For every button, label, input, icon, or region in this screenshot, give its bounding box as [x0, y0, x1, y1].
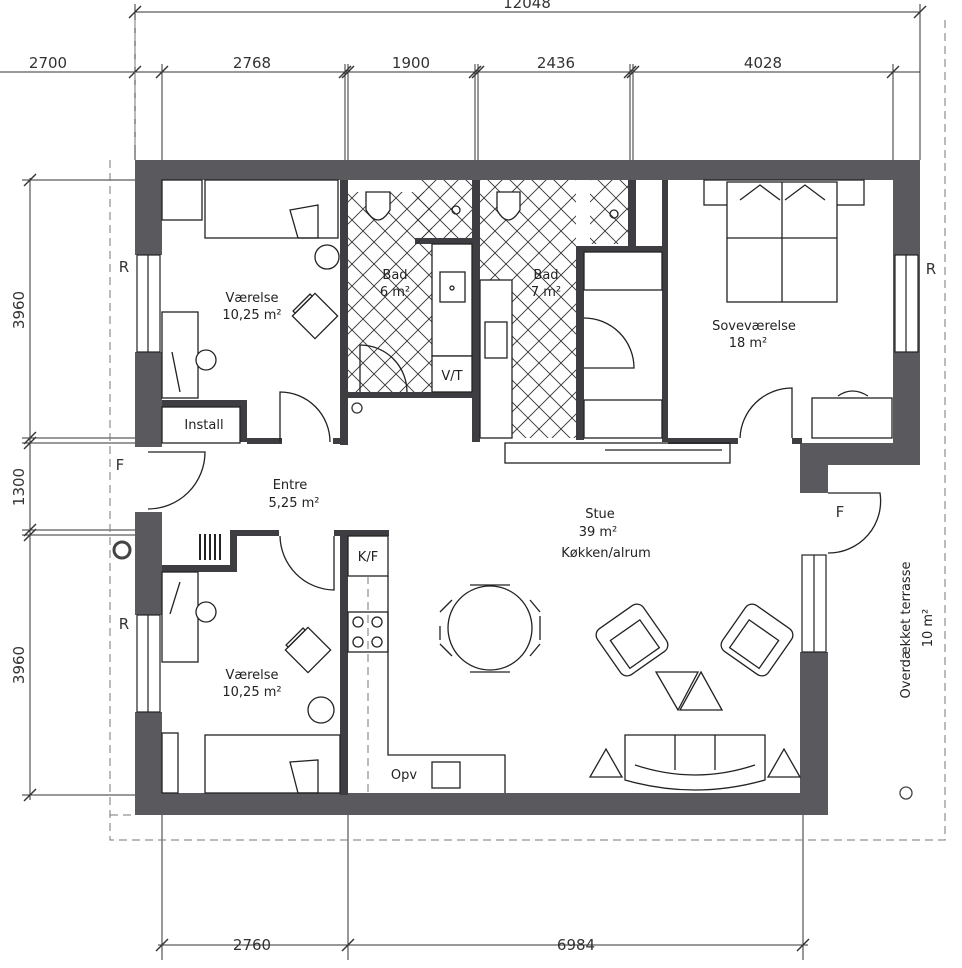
label-r-top-left: R: [119, 258, 129, 276]
room-entre-name: Entre: [273, 478, 308, 493]
label-r-bottom-left: R: [119, 615, 129, 633]
room-vaerelse-bottom-area: 10,25 m²: [222, 685, 281, 700]
dimension-lines: [0, 4, 927, 960]
dim-top-1: 2768: [233, 54, 271, 72]
room-vaerelse-top-area: 10,25 m²: [222, 308, 281, 323]
room-bad1-name: Bad: [382, 268, 407, 283]
dim-top-2: 1900: [392, 54, 430, 72]
room-entre-area: 5,25 m²: [269, 496, 320, 511]
dim-top-3: 2436: [537, 54, 575, 72]
dim-left-3: 3960: [10, 646, 28, 684]
interior-walls: [162, 180, 802, 795]
windows: [136, 254, 919, 713]
room-terrasse-name: Overdækket terrasse: [899, 562, 914, 699]
dim-left-2: 1300: [10, 468, 28, 506]
furniture: [161, 179, 893, 794]
label-f-right: F: [836, 503, 845, 521]
room-stue-sub: Køkken/alrum: [561, 546, 651, 561]
room-bad2-area: 7 m²: [531, 285, 561, 300]
label-vt: V/T: [441, 369, 462, 384]
room-sovevaerelse-name: Soveværelse: [712, 319, 796, 334]
label-opv: Opv: [391, 768, 417, 783]
room-vaerelse-bottom-name: Værelse: [225, 668, 278, 683]
marker-circle-right: [899, 786, 913, 800]
bathroom-tiles: [348, 180, 628, 438]
label-kf: K/F: [358, 550, 378, 565]
label-r-right: R: [926, 260, 936, 278]
dim-top-total: 12048: [503, 0, 551, 12]
room-terrasse-area: 10 m²: [921, 609, 936, 648]
marker-circle-left: [112, 540, 132, 560]
marker-circle-bath: [351, 402, 363, 414]
room-sovevaerelse-area: 18 m²: [729, 336, 768, 351]
room-bad2-name: Bad: [533, 268, 558, 283]
dim-bottom-2: 6984: [557, 936, 595, 954]
room-stue-name: Stue: [585, 507, 615, 522]
terrace-outline: [109, 20, 946, 841]
label-install: Install: [184, 418, 223, 433]
dim-left-offset: 2700: [29, 54, 67, 72]
room-stue-area: 39 m²: [579, 525, 618, 540]
dim-top-4: 4028: [744, 54, 782, 72]
room-bad1-area: 6 m²: [380, 285, 410, 300]
doors: [147, 317, 882, 591]
dim-left-1: 3960: [10, 291, 28, 329]
dim-bottom-1: 2760: [233, 936, 271, 954]
room-vaerelse-top-name: Værelse: [225, 291, 278, 306]
label-f-left: F: [116, 456, 125, 474]
